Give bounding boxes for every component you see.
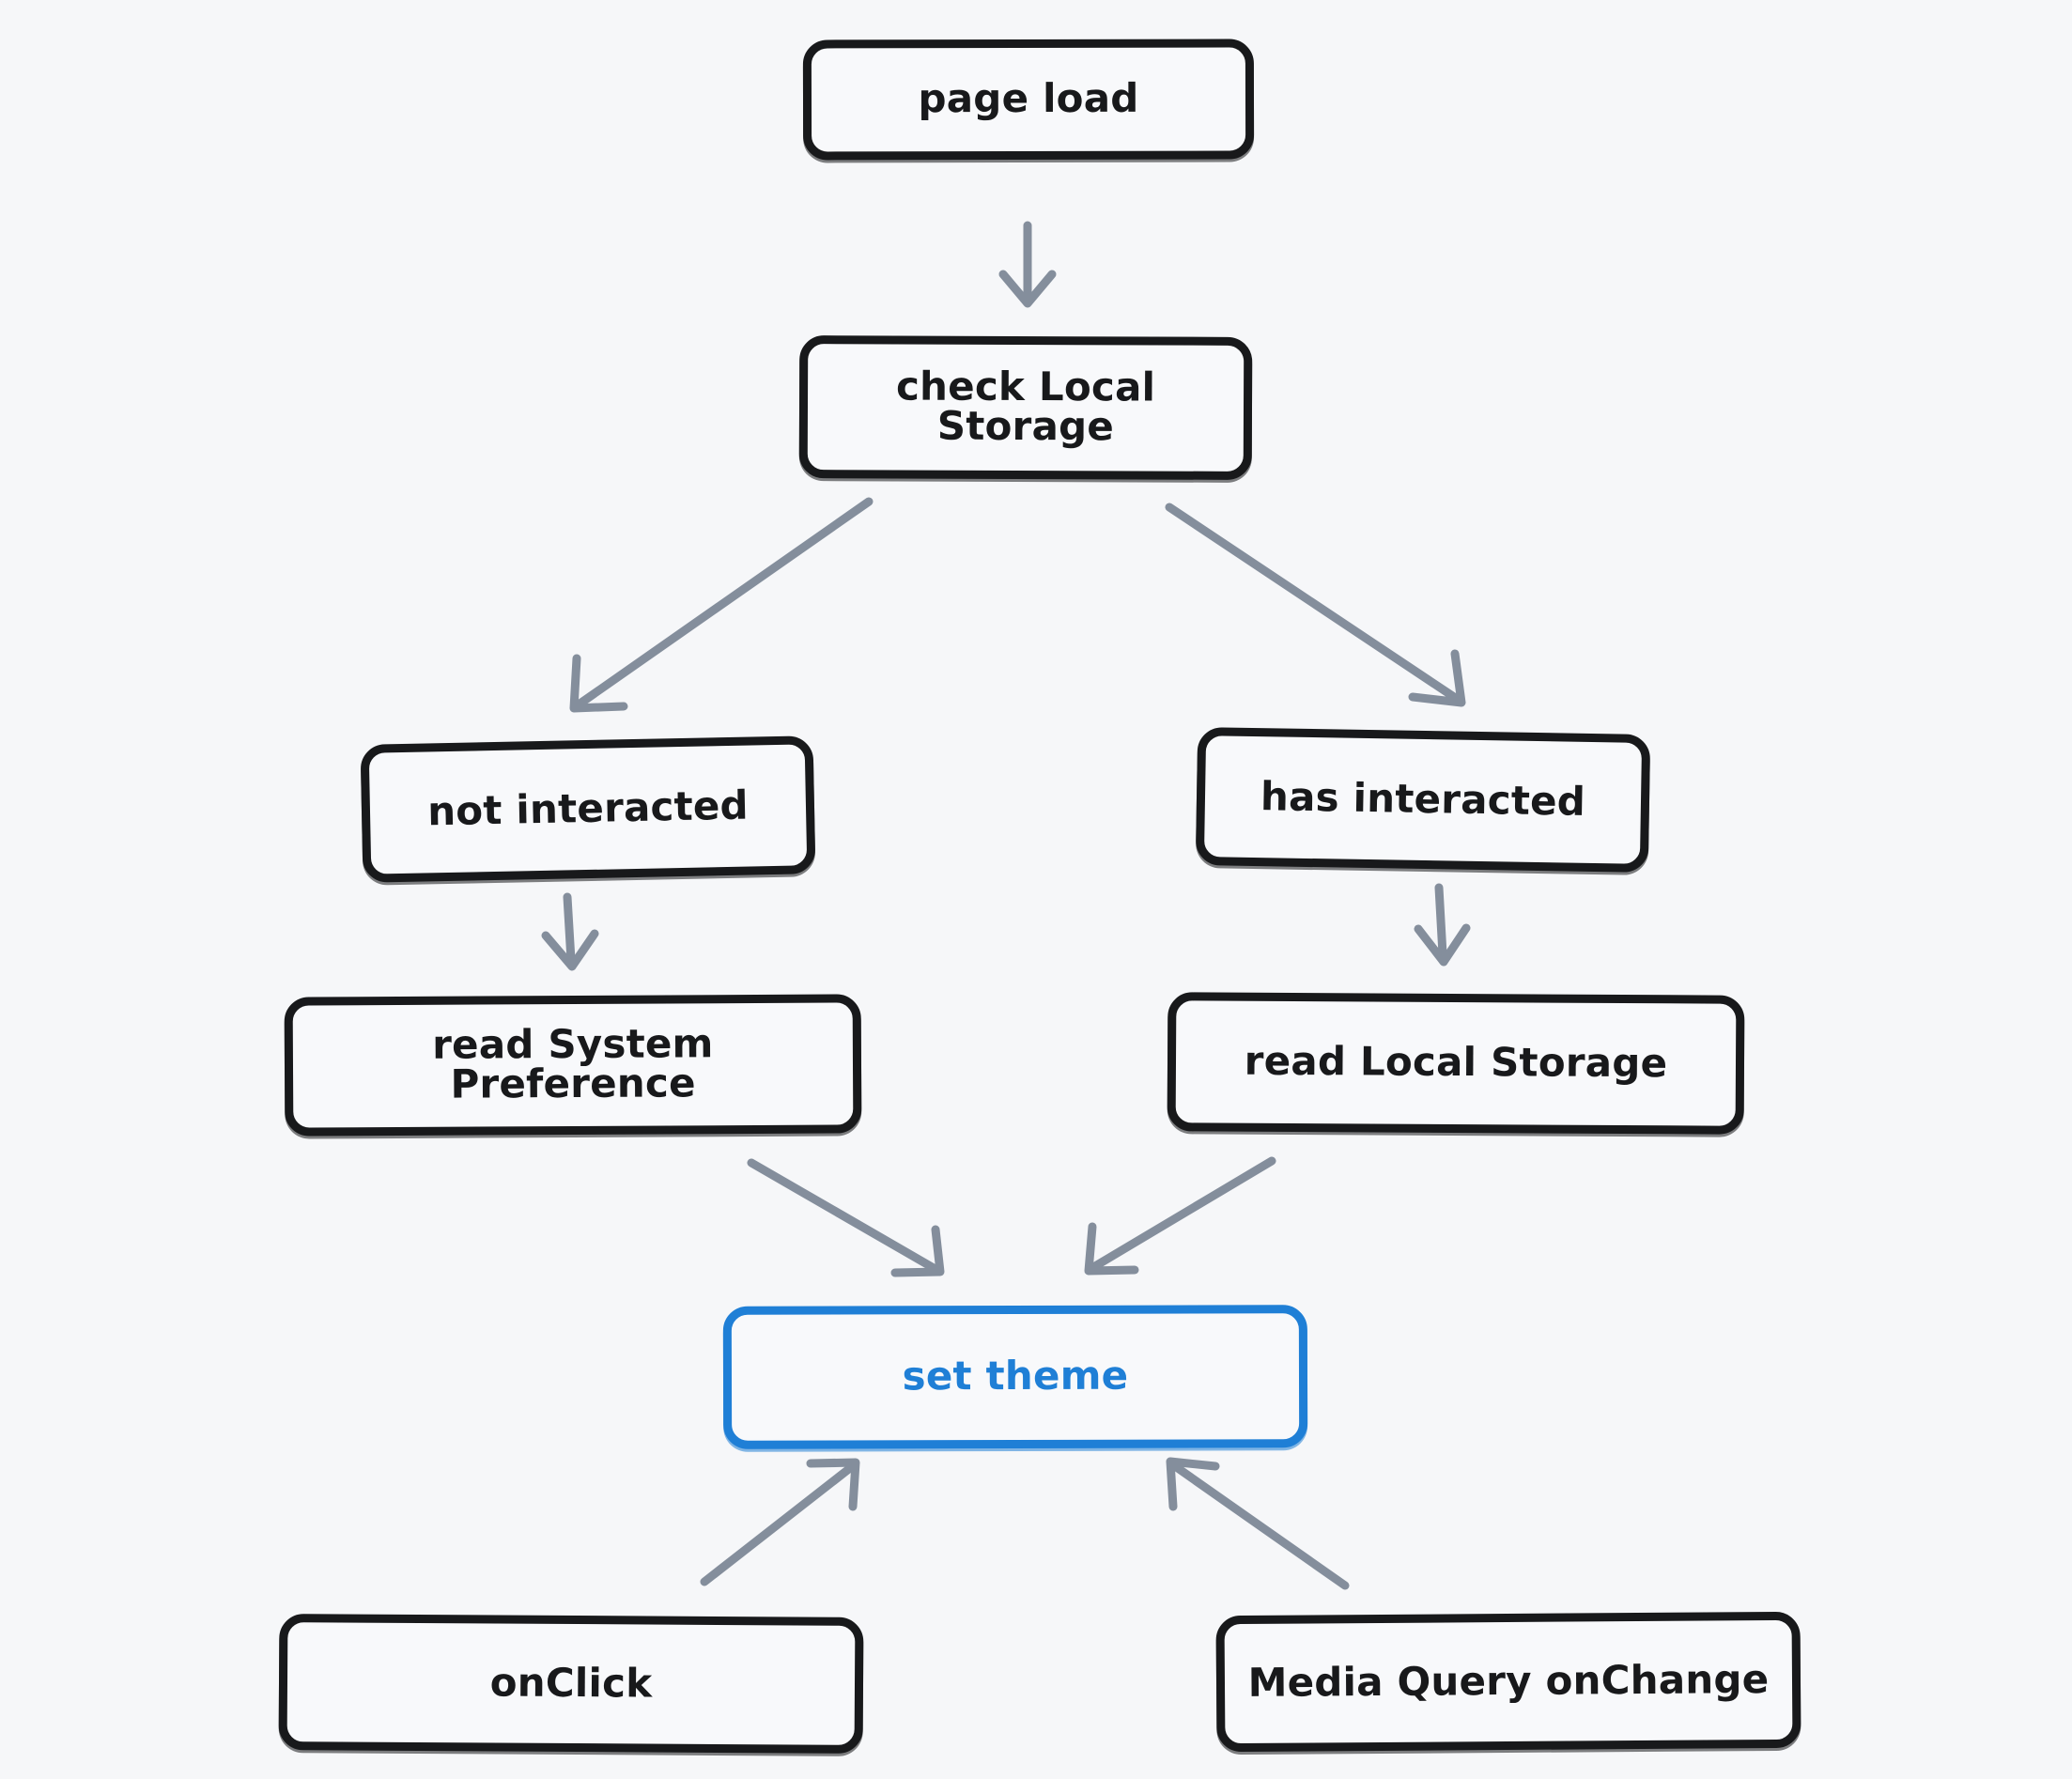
node-label: read Local Storage [1244, 1037, 1668, 1087]
edge-not-interacted-to-read-system-preference [541, 892, 599, 971]
node-has-interacted[interactable]: has interacted [1195, 727, 1651, 873]
node-read-local-storage[interactable]: read Local Storage [1167, 992, 1745, 1135]
node-read-system-preference[interactable]: read System Preference [284, 994, 862, 1137]
node-check-local-storage[interactable]: check Local Storage [798, 335, 1253, 480]
edge-media-query-to-set-theme [1166, 1457, 1350, 1590]
node-label: has interacted [1260, 772, 1586, 825]
edge-has-interacted-to-read-local-storage [1414, 883, 1471, 967]
node-label: Media Query onChange [1247, 1655, 1770, 1706]
edge-page-load-to-check-local-storage [998, 221, 1057, 308]
node-onclick[interactable]: onClick [278, 1614, 864, 1754]
edge-onclick-to-set-theme [700, 1458, 860, 1586]
node-set-theme[interactable]: set theme [722, 1305, 1308, 1449]
edge-check-local-storage-to-not-interacted [569, 497, 874, 713]
node-label: check Local Storage [895, 363, 1156, 450]
node-media-query-onchange[interactable]: Media Query onChange [1215, 1611, 1801, 1753]
node-label: not interacted [426, 781, 750, 834]
node-label: onClick [489, 1658, 653, 1707]
edge-read-system-preference-to-set-theme [747, 1158, 945, 1277]
edge-read-local-storage-to-set-theme [1084, 1156, 1276, 1276]
node-label: page load [918, 74, 1139, 122]
node-label: read System Preference [432, 1020, 714, 1107]
node-not-interacted[interactable]: not interacted [360, 735, 816, 883]
node-page-load[interactable]: page load [802, 39, 1255, 161]
node-label: set theme [902, 1352, 1129, 1400]
edge-check-local-storage-to-has-interacted [1165, 503, 1466, 707]
